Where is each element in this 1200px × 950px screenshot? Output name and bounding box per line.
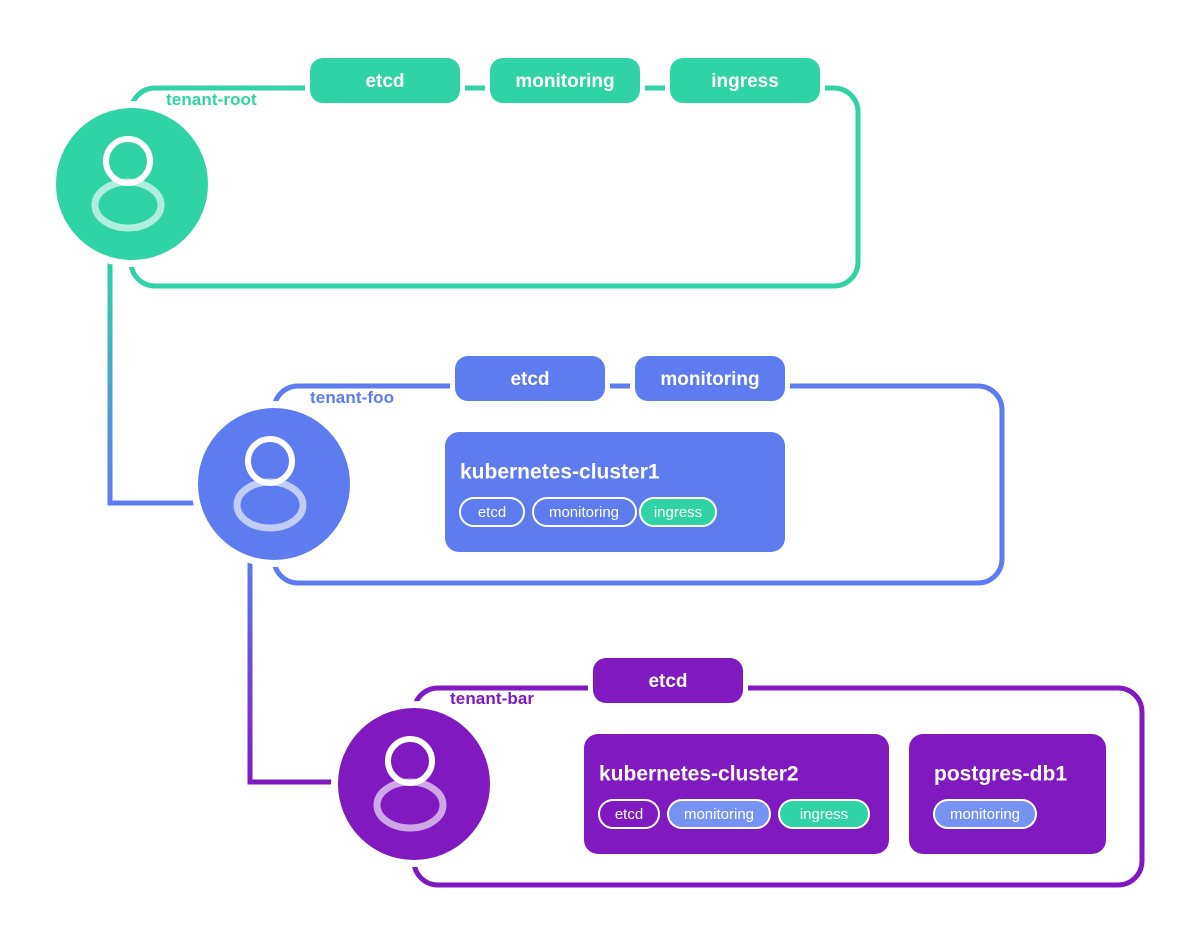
chip-monitoring[interactable]: monitoring — [532, 497, 637, 527]
resource-card-postgres-db1[interactable]: postgres-db1 monitoring — [909, 734, 1106, 854]
tag-label: etcd — [648, 671, 687, 692]
resource-card-kubernetes-cluster2[interactable]: kubernetes-cluster2 etcd monitoring ingr… — [584, 734, 889, 854]
tag-label: monitoring — [660, 369, 759, 390]
resource-card-title: kubernetes-cluster2 — [599, 763, 799, 786]
tenant-bar-avatar[interactable] — [338, 708, 490, 860]
chip-label: monitoring — [549, 504, 619, 521]
tenant-root-tag-etcd[interactable]: etcd — [310, 58, 460, 103]
tag-label: monitoring — [515, 71, 614, 92]
tenant-bar-container — [411, 685, 1145, 888]
tenant-bar-group[interactable]: etcd tenant-bar kubernetes-cluster2 etcd… — [331, 653, 1145, 888]
tenant-foo-group[interactable]: etcd monitoring tenant-foo kubernetes-cl… — [191, 351, 1005, 586]
tenant-foo-tag-monitoring[interactable]: monitoring — [635, 356, 785, 401]
user-avatar-icon-body — [373, 778, 447, 832]
user-avatar-icon-body — [91, 178, 165, 232]
chip-label: etcd — [478, 504, 506, 521]
tenant-bar-label: tenant-bar — [450, 689, 534, 708]
user-avatar-icon-body — [233, 478, 307, 532]
tenant-root-tag-ingress[interactable]: ingress — [670, 58, 820, 103]
chip-label: etcd — [615, 806, 643, 823]
chip-label: monitoring — [950, 806, 1020, 823]
chip-label: ingress — [654, 504, 702, 521]
tenant-root-tag-monitoring[interactable]: monitoring — [490, 58, 640, 103]
chip-ingress[interactable]: ingress — [639, 497, 717, 527]
tenant-foo-tag-etcd[interactable]: etcd — [455, 356, 605, 401]
chip-label: monitoring — [684, 806, 754, 823]
resource-card-title: postgres-db1 — [934, 763, 1067, 786]
connector-foo-to-bar — [247, 553, 348, 785]
resource-card-title: kubernetes-cluster1 — [460, 461, 660, 484]
tenant-bar-tag-etcd[interactable]: etcd — [593, 658, 743, 703]
tenant-foo-label: tenant-foo — [310, 388, 394, 407]
tag-label: ingress — [711, 71, 779, 92]
connector-root-to-foo — [107, 255, 212, 506]
chip-label: ingress — [800, 806, 848, 823]
tenant-foo-avatar[interactable] — [198, 408, 350, 560]
tag-label: etcd — [365, 71, 404, 92]
chip-etcd[interactable]: etcd — [598, 799, 660, 829]
tenant-root-avatar[interactable] — [56, 108, 208, 260]
chip-monitoring[interactable]: monitoring — [933, 799, 1037, 829]
chip-etcd[interactable]: etcd — [459, 497, 525, 527]
tenant-root-container — [128, 85, 861, 289]
tenant-root-group[interactable]: etcd monitoring ingress tenant-root — [49, 53, 861, 289]
chip-ingress[interactable]: ingress — [778, 799, 870, 829]
tag-label: etcd — [510, 369, 549, 390]
chip-monitoring[interactable]: monitoring — [667, 799, 771, 829]
tenant-root-label: tenant-root — [166, 90, 257, 109]
resource-card-kubernetes-cluster1[interactable]: kubernetes-cluster1 etcd monitoring ingr… — [445, 432, 785, 552]
